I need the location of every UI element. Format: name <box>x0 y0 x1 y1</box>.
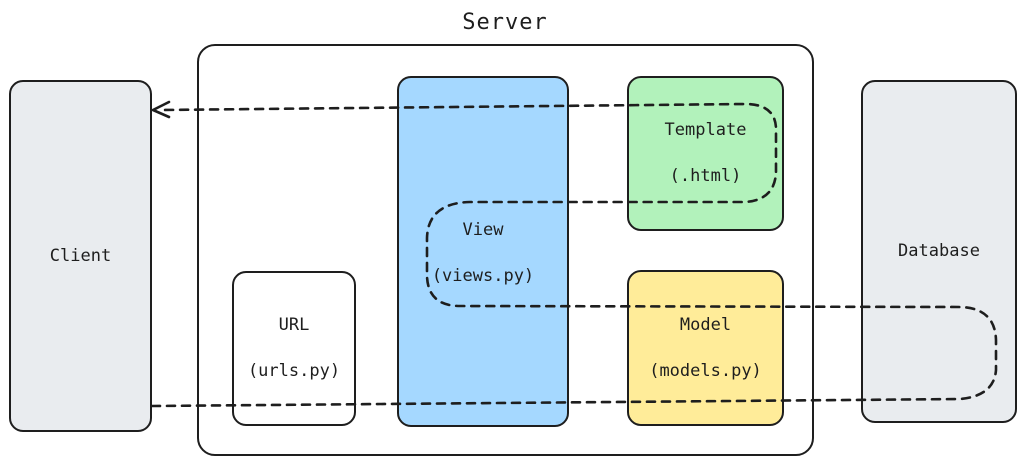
request-flow-path <box>150 102 998 408</box>
client-label: Client <box>49 245 112 266</box>
model-label-line1: Model <box>679 314 732 335</box>
view-label: View (views.py) <box>432 196 534 311</box>
url-label-line2: (urls.py) <box>247 361 341 381</box>
database-label: Database <box>898 241 980 261</box>
template-box: Template (.html) <box>627 76 784 231</box>
arrowhead-to-client <box>151 100 171 119</box>
database-box: Database <box>861 80 1017 423</box>
server-title: Server <box>462 10 548 35</box>
url-box: URL (urls.py) <box>232 271 356 426</box>
client-box: Client <box>9 80 152 432</box>
model-label: Model (models.py) <box>649 291 762 406</box>
url-label-line1: URL <box>278 315 310 335</box>
url-label: URL (urls.py) <box>248 291 340 406</box>
view-label-line2: (views.py) <box>431 266 535 286</box>
view-box: View (views.py) <box>397 76 569 427</box>
server-container <box>197 44 814 456</box>
template-label-line1: Template <box>664 120 747 140</box>
model-label-line2: (models.py) <box>649 360 762 381</box>
template-label: Template (.html) <box>665 96 747 211</box>
template-label-line2: (.html) <box>669 166 742 186</box>
view-label-line1: View <box>462 220 504 240</box>
